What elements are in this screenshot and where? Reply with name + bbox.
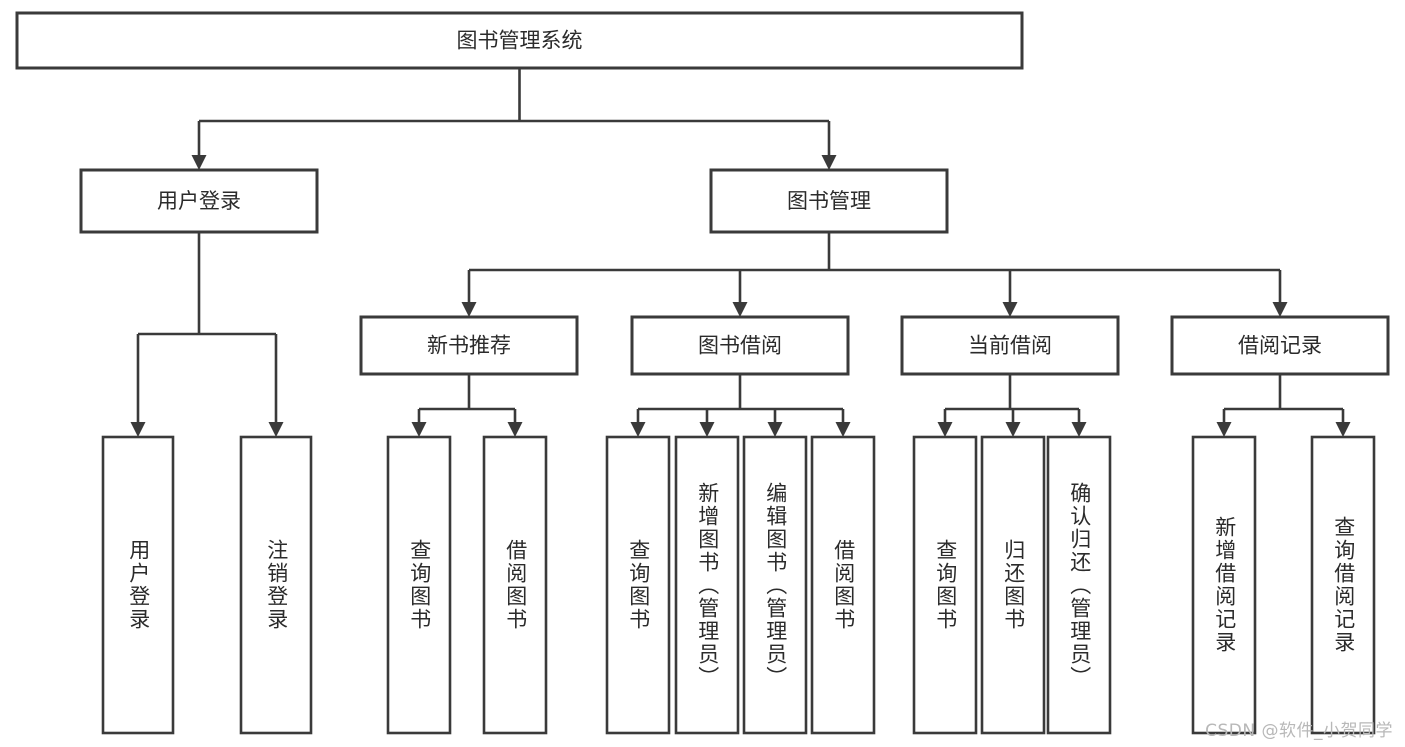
edge-root-to-l1-user-login-arrowhead: [191, 155, 207, 170]
node-label-l2-book-borrow: 图书借阅: [698, 334, 782, 358]
node-box-leaf-edit-book-admin[interactable]: [742, 435, 808, 735]
edge-l2-book-borrow-to-leaf-add-book-admin-arrowhead: [699, 422, 715, 437]
node-label-l2-new-book-rec: 新书推荐: [427, 334, 511, 358]
node-box-leaf-query-book-borrow[interactable]: [605, 435, 671, 735]
node-box-l1-book-manage[interactable]: [709, 168, 949, 234]
node-box-leaf-query-book-current[interactable]: [912, 435, 978, 735]
edge-l2-borrow-record-to-leaf-add-borrow-record-arrowhead: [1216, 422, 1232, 437]
edge-book-manage-to-l2-book-borrow-arrowhead: [732, 302, 748, 317]
node-box-l2-current-borrow[interactable]: [900, 315, 1120, 376]
connector-lines: [130, 68, 1351, 437]
node-box-leaf-logout-login[interactable]: [239, 435, 313, 735]
node-box-leaf-add-book-admin[interactable]: [674, 435, 740, 735]
edge-book-manage-to-l2-current-borrow-arrowhead: [1002, 302, 1018, 317]
edge-l2-new-book-rec-to-leaf-query-book-rec-arrowhead: [411, 422, 427, 437]
node-box-leaf-query-book-rec[interactable]: [386, 435, 452, 735]
edge-l2-book-borrow-to-leaf-edit-book-admin-arrowhead: [767, 422, 783, 437]
node-box-l2-book-borrow[interactable]: [630, 315, 850, 376]
edge-l1-user-login-to-leaf-user-login-arrowhead: [130, 422, 146, 437]
node-box-leaf-confirm-return-admin[interactable]: [1046, 435, 1112, 735]
node-box-l2-borrow-record[interactable]: [1170, 315, 1390, 376]
node-box-leaf-user-login[interactable]: [101, 435, 175, 735]
node-label-root: 图书管理系统: [457, 29, 583, 53]
node-label-l2-current-borrow: 当前借阅: [968, 334, 1052, 358]
edge-l2-current-borrow-to-leaf-query-book-current-arrowhead: [937, 422, 953, 437]
node-label-l2-borrow-record: 借阅记录: [1238, 334, 1322, 358]
edge-l2-book-borrow-to-leaf-borrow-book-arrowhead: [835, 422, 851, 437]
node-box-l1-user-login[interactable]: [79, 168, 319, 234]
node-box-leaf-borrow-book-rec[interactable]: [482, 435, 548, 735]
node-box-l2-new-book-rec[interactable]: [359, 315, 579, 376]
node-box-leaf-borrow-book[interactable]: [810, 435, 876, 735]
node-box-root[interactable]: [15, 11, 1024, 70]
node-boxes: [15, 11, 1390, 735]
node-box-leaf-query-borrow-record[interactable]: [1310, 435, 1376, 735]
node-box-leaf-add-borrow-record[interactable]: [1191, 435, 1257, 735]
edge-book-manage-to-l2-borrow-record-arrowhead: [1272, 302, 1288, 317]
watermark-text: CSDN @软件_小贺同学: [1205, 721, 1393, 741]
edge-root-to-l1-book-manage-arrowhead: [821, 155, 837, 170]
edge-l1-user-login-to-leaf-logout-login-arrowhead: [268, 422, 284, 437]
edge-l2-current-borrow-to-leaf-return-book-arrowhead: [1005, 422, 1021, 437]
edge-l2-current-borrow-to-leaf-confirm-return-admin-arrowhead: [1071, 422, 1087, 437]
edge-book-manage-to-l2-new-book-rec-arrowhead: [461, 302, 477, 317]
node-label-l1-user-login: 用户登录: [157, 189, 241, 213]
edge-l2-new-book-rec-to-leaf-borrow-book-rec-arrowhead: [507, 422, 523, 437]
node-label-l1-book-manage: 图书管理: [787, 189, 871, 213]
node-box-leaf-return-book[interactable]: [980, 435, 1046, 735]
edge-l2-borrow-record-to-leaf-query-borrow-record-arrowhead: [1335, 422, 1351, 437]
edge-l2-book-borrow-to-leaf-query-book-borrow-arrowhead: [630, 422, 646, 437]
